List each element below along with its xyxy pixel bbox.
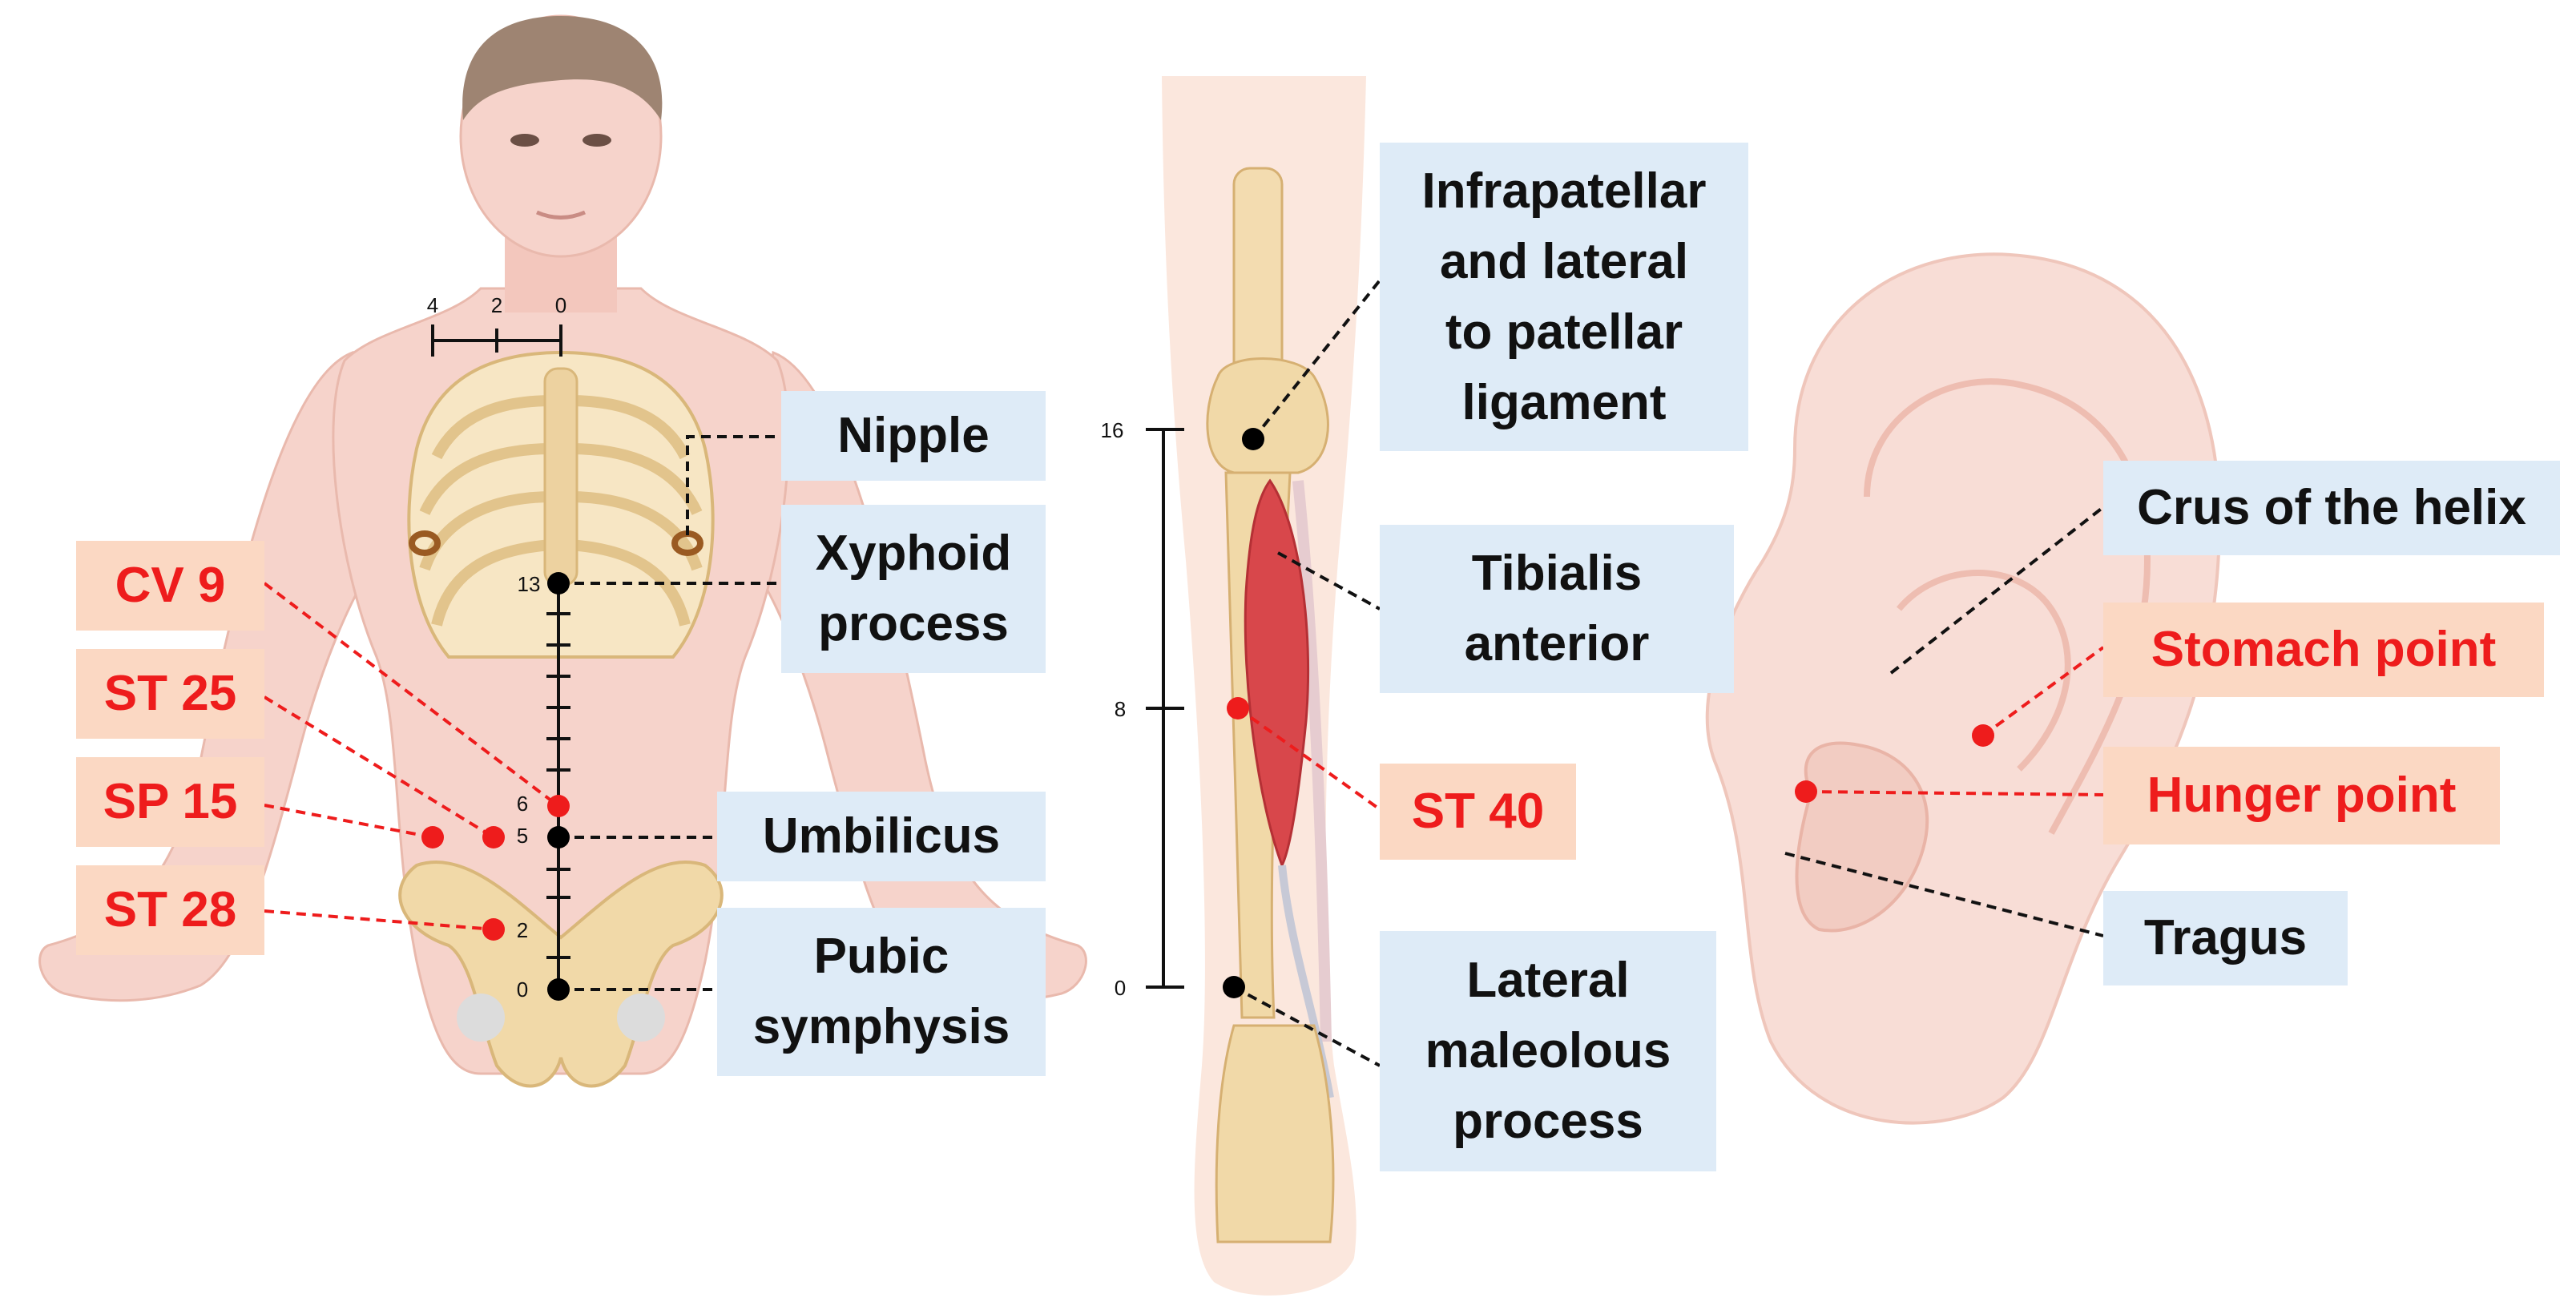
infrapatellar-label: Infrapatellar and lateral to patellar li… bbox=[1380, 143, 1748, 451]
sp15-line bbox=[264, 804, 433, 839]
horizontal-scale bbox=[431, 324, 562, 357]
st28-label: ST 28 bbox=[76, 865, 264, 955]
mouth bbox=[536, 210, 586, 220]
hip-socket bbox=[617, 994, 665, 1042]
stomach-line bbox=[1981, 646, 2105, 737]
malleolus-dot bbox=[1223, 976, 1245, 998]
ear-figure bbox=[1705, 252, 2222, 1125]
leg-scale bbox=[1146, 428, 1184, 989]
vertical-scale bbox=[546, 583, 570, 990]
hscale-label-0: 0 bbox=[555, 293, 566, 317]
tibialis-line bbox=[1277, 551, 1381, 611]
leg-scale-label-0: 0 bbox=[1115, 976, 1126, 1000]
crus-label: Crus of the helix bbox=[2103, 461, 2560, 555]
st25-label: ST 25 bbox=[76, 649, 264, 739]
knee bbox=[1206, 357, 1329, 474]
st28-dot bbox=[482, 918, 505, 941]
pubic-label: Pubic symphysis bbox=[717, 908, 1046, 1076]
infrapatellar-dot bbox=[1242, 428, 1264, 450]
hunger-label: Hunger point bbox=[2103, 747, 2500, 844]
antihelix bbox=[1896, 570, 2071, 772]
fibula bbox=[1292, 480, 1332, 1042]
rib bbox=[568, 539, 691, 627]
leg-scale-label-8: 8 bbox=[1115, 697, 1126, 721]
left-eye bbox=[510, 134, 539, 147]
st40-dot bbox=[1227, 697, 1249, 719]
xyphoid-label: Xyphoid process bbox=[781, 505, 1046, 673]
cv9-label: CV 9 bbox=[76, 541, 264, 631]
rib bbox=[419, 443, 554, 516]
nipple-label: Nipple bbox=[781, 391, 1046, 481]
tibialis-label: Tibialis anterior bbox=[1380, 525, 1734, 693]
hip-socket bbox=[457, 994, 505, 1042]
infrapatellar-line bbox=[1252, 279, 1381, 441]
leg-scale-label-16: 16 bbox=[1101, 418, 1124, 442]
sp15-label: SP 15 bbox=[76, 757, 264, 847]
sternum bbox=[543, 367, 578, 586]
rib bbox=[431, 395, 554, 460]
st40-label: ST 40 bbox=[1380, 764, 1576, 860]
pubic-dot bbox=[547, 978, 570, 1001]
tragus-line bbox=[1784, 852, 2104, 937]
rib bbox=[431, 539, 554, 627]
xyphoid-dot bbox=[547, 572, 570, 595]
leg-figure bbox=[1162, 76, 1366, 1296]
right-eye bbox=[583, 134, 611, 147]
tragus-label: Tragus bbox=[2103, 891, 2348, 986]
st25-dot bbox=[482, 826, 505, 848]
concha bbox=[1795, 741, 1929, 933]
st25-line bbox=[263, 695, 495, 839]
rib bbox=[568, 395, 691, 460]
vscale-label-6: 6 bbox=[517, 792, 528, 816]
hunger-dot bbox=[1795, 780, 1817, 803]
left-nipple bbox=[409, 530, 441, 556]
umbilicus-dot bbox=[547, 826, 570, 848]
cv9-dot bbox=[547, 795, 570, 817]
crus-line bbox=[1889, 506, 2105, 675]
foot-bones bbox=[1215, 1024, 1335, 1243]
vscale-label-13: 13 bbox=[518, 572, 541, 596]
hunger-line bbox=[1805, 790, 2104, 796]
malleolus-label: Lateral maleolous process bbox=[1380, 931, 1716, 1171]
stomach-label: Stomach point bbox=[2103, 603, 2544, 697]
st40-line bbox=[1236, 707, 1381, 811]
vscale-label-5: 5 bbox=[517, 824, 528, 848]
vscale-label-0: 0 bbox=[517, 977, 528, 1002]
vscale-label-2: 2 bbox=[517, 918, 528, 942]
cv9-line bbox=[263, 582, 560, 808]
malleolus-line bbox=[1233, 986, 1381, 1067]
nipple-line bbox=[686, 435, 781, 535]
st28-line bbox=[264, 909, 494, 931]
umbilicus-label: Umbilicus bbox=[717, 792, 1046, 881]
stomach-dot bbox=[1972, 724, 1994, 747]
hair bbox=[462, 16, 663, 120]
sp15-dot bbox=[421, 826, 444, 848]
hscale-label-4: 4 bbox=[427, 293, 438, 317]
helix-rim bbox=[1864, 378, 2151, 835]
hscale-label-2: 2 bbox=[491, 293, 502, 317]
